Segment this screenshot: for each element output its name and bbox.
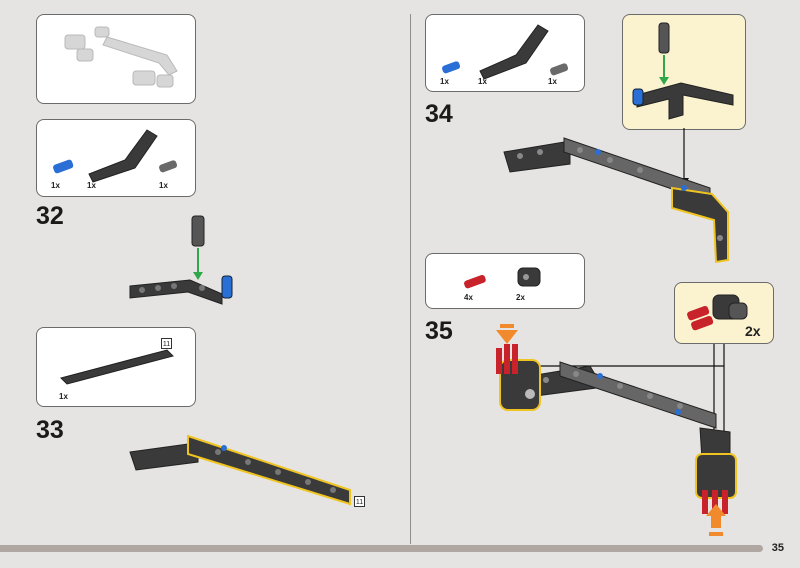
straight-beam-part bbox=[60, 349, 174, 385]
part-qty: 1x bbox=[548, 77, 557, 86]
step-35-assembly bbox=[496, 324, 737, 536]
gray-pin-part bbox=[159, 160, 178, 173]
overview-ghost-model bbox=[64, 26, 178, 88]
part-qty: 2x bbox=[516, 293, 525, 302]
blue-pin-part bbox=[442, 61, 461, 74]
blue-pin-part bbox=[53, 159, 74, 174]
parts-box-step-33: 1x 11 bbox=[36, 327, 196, 407]
step-32-assembly bbox=[129, 215, 233, 305]
connector-part bbox=[517, 267, 541, 287]
beam-length-label: 11 bbox=[354, 496, 365, 507]
step-33-assembly bbox=[129, 434, 351, 506]
part-qty: 1x bbox=[440, 77, 449, 86]
part-qty: 4x bbox=[464, 293, 473, 302]
parts-box-step-35: 4x 2x bbox=[425, 253, 585, 309]
step-number-33: 33 bbox=[36, 416, 64, 444]
part-qty: 1x bbox=[59, 392, 68, 401]
step-number-32: 32 bbox=[36, 202, 64, 230]
overview-box bbox=[36, 14, 196, 104]
footer-bar bbox=[0, 545, 763, 552]
subassembly-callout-35: 2x bbox=[674, 282, 774, 344]
step-number-34: 34 bbox=[425, 100, 453, 128]
part-qty: 1x bbox=[159, 181, 168, 190]
angled-beam-part bbox=[88, 129, 158, 183]
gray-pin-part bbox=[550, 63, 569, 76]
step-34-assembly bbox=[503, 128, 729, 264]
column-divider bbox=[410, 14, 411, 544]
part-qty: 1x bbox=[478, 77, 487, 86]
callout-qty: 2x bbox=[745, 323, 761, 339]
step-number-35: 35 bbox=[425, 317, 453, 345]
page-number: 35 bbox=[771, 542, 784, 554]
callout-assembly bbox=[687, 294, 748, 331]
angled-beam-part bbox=[479, 24, 549, 80]
beam-length-label: 11 bbox=[161, 338, 172, 349]
red-pin-part bbox=[464, 274, 486, 289]
parts-box-step-32: 1x 1x 1x bbox=[36, 119, 196, 197]
part-qty: 1x bbox=[51, 181, 60, 190]
parts-box-step-34: 1x 1x 1x bbox=[425, 14, 585, 92]
part-qty: 1x bbox=[87, 181, 96, 190]
subassembly-callout-34 bbox=[622, 14, 746, 130]
callout-assembly bbox=[632, 22, 734, 120]
